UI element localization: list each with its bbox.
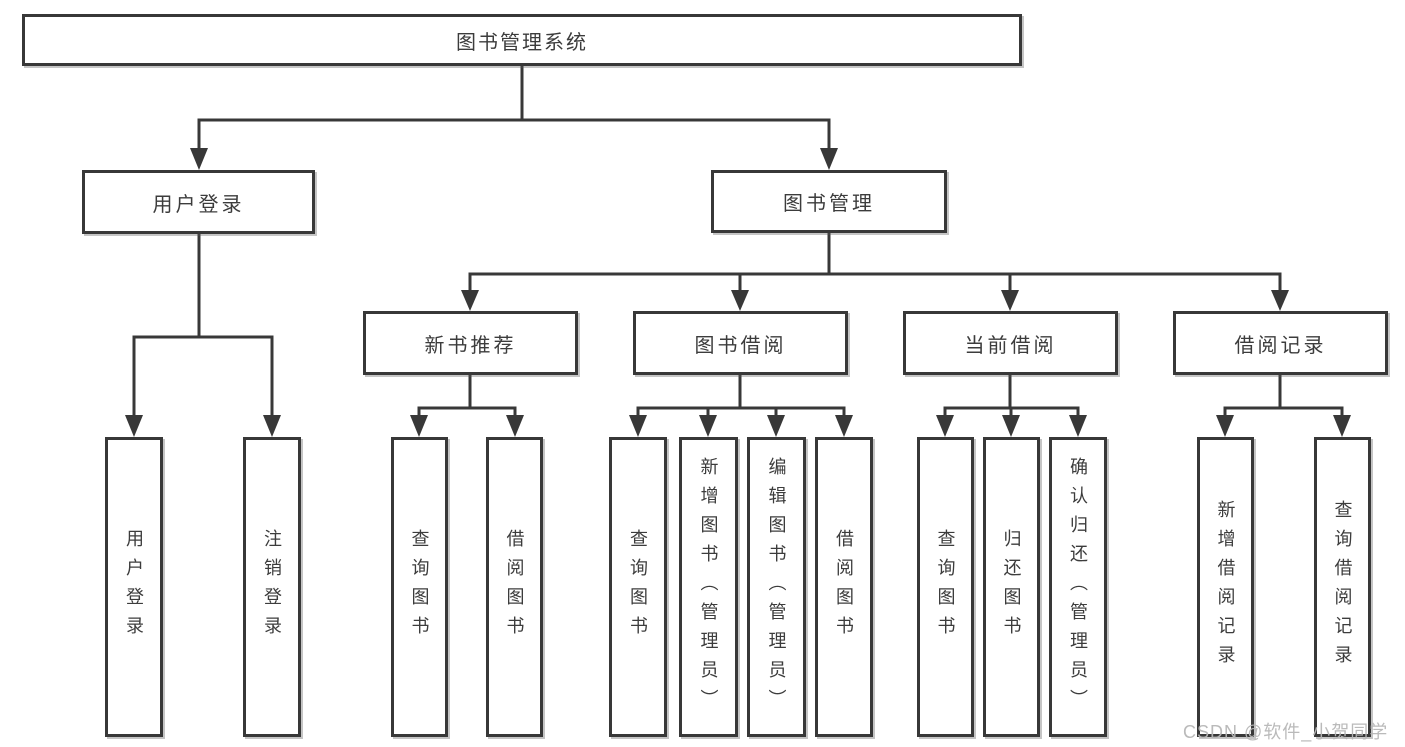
- node-book-borrowing-label: 图书借阅: [694, 334, 787, 357]
- node-library-system-label: 图书管理系统: [456, 31, 588, 54]
- leaf-query-books-current: 查询图书: [917, 437, 974, 737]
- node-book-management: 图书管理: [711, 170, 947, 233]
- node-new-book-recommend-label: 新书推荐: [424, 334, 517, 357]
- leaf-query-books-borrowing-label: 查询图书: [628, 529, 648, 645]
- leaf-edit-book-admin-label: 编辑图书（管理员）: [766, 456, 787, 718]
- leaf-query-books-borrowing: 查询图书: [609, 437, 667, 737]
- leaf-user-login: 用户登录: [105, 437, 163, 737]
- leaf-query-borrow-record-label: 查询借阅记录: [1332, 500, 1353, 674]
- leaf-return-books-label: 归还图书: [1001, 529, 1022, 645]
- node-borrowing-records: 借阅记录: [1173, 311, 1388, 375]
- leaf-logout: 注销登录: [243, 437, 301, 737]
- leaf-query-books-recommend-label: 查询图书: [409, 529, 430, 645]
- leaf-borrow-books-recommend: 借阅图书: [486, 437, 543, 737]
- leaf-logout-label: 注销登录: [262, 529, 282, 645]
- leaf-query-borrow-record: 查询借阅记录: [1314, 437, 1371, 737]
- node-library-system: 图书管理系统: [22, 14, 1022, 66]
- node-new-book-recommend: 新书推荐: [363, 311, 578, 375]
- leaf-add-book-admin: 新增图书（管理员）: [679, 437, 738, 737]
- leaf-user-login-label: 用户登录: [124, 529, 144, 645]
- csdn-watermark: CSDN @软件_小贺同学: [1183, 722, 1389, 742]
- leaf-confirm-return-admin: 确认归还（管理员）: [1049, 437, 1107, 737]
- leaf-edit-book-admin: 编辑图书（管理员）: [747, 437, 806, 737]
- node-current-borrowing-label: 当前借阅: [964, 334, 1057, 357]
- leaf-borrow-books-recommend-label: 借阅图书: [504, 529, 525, 645]
- node-book-management-label: 图书管理: [783, 193, 875, 215]
- node-book-borrowing: 图书借阅: [633, 311, 848, 375]
- leaf-return-books: 归还图书: [983, 437, 1040, 737]
- leaf-borrow-books-borrowing: 借阅图书: [815, 437, 873, 737]
- leaf-query-books-current-label: 查询图书: [935, 529, 956, 645]
- node-user-login-label: 用户登录: [152, 193, 245, 216]
- leaf-add-borrow-record-label: 新增借阅记录: [1215, 500, 1236, 674]
- leaf-add-borrow-record: 新增借阅记录: [1197, 437, 1254, 737]
- node-borrowing-records-label: 借阅记录: [1234, 334, 1327, 357]
- leaf-borrow-books-borrowing-label: 借阅图书: [834, 529, 854, 645]
- node-current-borrowing: 当前借阅: [903, 311, 1118, 375]
- leaf-query-books-recommend: 查询图书: [391, 437, 448, 737]
- leaf-add-book-admin-label: 新增图书（管理员）: [698, 456, 719, 718]
- leaf-confirm-return-admin-label: 确认归还（管理员）: [1068, 456, 1088, 718]
- node-user-login: 用户登录: [82, 170, 315, 234]
